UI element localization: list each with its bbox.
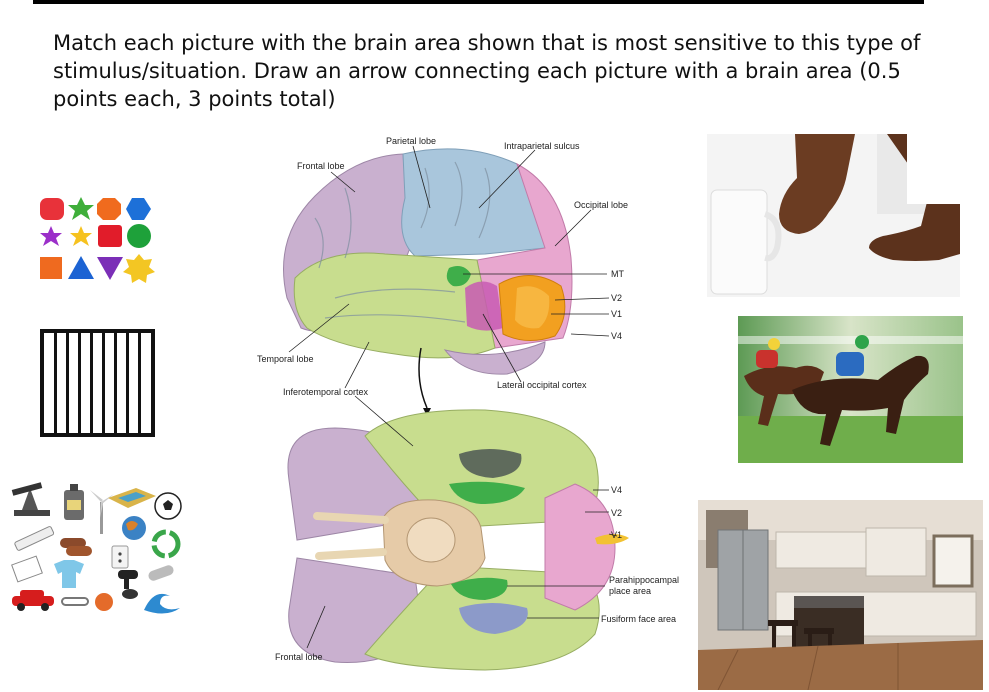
mt-area xyxy=(446,266,471,287)
label-frontal-lobe-top: Frontal lobe xyxy=(297,161,345,171)
map-icon xyxy=(108,488,156,508)
orange-octagon-shape xyxy=(97,198,121,220)
logs-icon xyxy=(60,538,92,556)
view-transition-arrow xyxy=(418,347,428,409)
power-strip-icon xyxy=(14,526,55,551)
purple-star-shape xyxy=(40,226,62,246)
bars-grating-picture[interactable] xyxy=(40,329,155,437)
oil-bottle-icon xyxy=(64,484,84,520)
v4-area-ventral xyxy=(449,481,525,504)
paperclip-icon xyxy=(61,597,89,606)
parahippocampal-place-area xyxy=(451,577,508,600)
green-star-shape xyxy=(68,197,94,220)
label-intraparietal-sulcus: Intraparietal sulcus xyxy=(504,141,580,151)
oil-pump-icon xyxy=(11,482,50,516)
blue-hexagon-shape xyxy=(126,198,151,220)
hairdryer-icon xyxy=(118,570,138,589)
colored-shapes-picture[interactable] xyxy=(38,196,156,284)
mouse-icon xyxy=(122,589,138,599)
shirt-icon xyxy=(54,560,84,588)
yellow-flower-shape xyxy=(123,254,155,283)
label-mt: MT xyxy=(611,269,624,279)
upper-hand xyxy=(779,134,855,234)
orange-square-shape xyxy=(40,257,62,279)
label-lateral-occipital-cortex: Lateral occipital cortex xyxy=(497,380,587,390)
hands-cup-photo[interactable] xyxy=(707,134,960,297)
label-v4-bottom: V4 xyxy=(611,485,622,495)
temporal-lobe-region xyxy=(293,252,496,359)
soccer-ball-icon xyxy=(154,492,182,520)
label-inferotemporal-cortex: Inferotemporal cortex xyxy=(283,387,369,397)
label-temporal-lobe: Temporal lobe xyxy=(257,354,314,364)
label-place-area: place area xyxy=(609,586,651,596)
basketball-icon xyxy=(95,593,113,611)
brain-diagram: Parietal lobe Intraparietal sulcus Front… xyxy=(257,136,679,671)
yellow-star-shape xyxy=(70,226,92,246)
label-occipital-lobe: Occipital lobe xyxy=(574,200,628,210)
lateral-occipital-area xyxy=(465,281,503,331)
globe-icon xyxy=(122,516,146,540)
back-horse xyxy=(744,338,824,426)
label-v2-top: V2 xyxy=(611,293,622,303)
label-fusiform-face-area: Fusiform face area xyxy=(601,614,676,624)
lateral-brain-view xyxy=(283,148,573,375)
fusiform-face-area xyxy=(459,603,528,634)
red-square-shape xyxy=(98,225,122,247)
label-v1-bottom: V1 xyxy=(611,530,622,540)
top-rule xyxy=(33,0,924,4)
green-circle-shape xyxy=(127,224,151,248)
occipital-ventral xyxy=(544,483,616,611)
front-horse xyxy=(792,335,929,446)
outlet-icon xyxy=(111,545,129,569)
ventral-upper-gray xyxy=(459,449,522,478)
label-v4-top: V4 xyxy=(611,331,622,341)
label-frontal-lobe-bottom: Frontal lobe xyxy=(275,652,323,662)
label-v1-top: V1 xyxy=(611,309,622,319)
kitchen-photo[interactable] xyxy=(698,500,983,690)
blue-triangle-shape xyxy=(68,256,94,279)
recycle-icon xyxy=(151,529,181,559)
cerebellum-top xyxy=(443,341,546,375)
paper-stack-icon xyxy=(11,555,43,583)
pipe-icon xyxy=(148,565,174,581)
purple-triangle-shape xyxy=(97,257,123,280)
wave-icon xyxy=(144,593,180,614)
label-v2-bottom: V2 xyxy=(611,508,622,518)
label-parietal-lobe: Parietal lobe xyxy=(386,136,436,146)
label-parahippocampal: Parahippocampal xyxy=(609,575,679,585)
car-icon xyxy=(12,590,54,611)
racing-horses-photo[interactable] xyxy=(738,316,963,463)
ventral-brain-view xyxy=(287,409,629,671)
assorted-objects-picture[interactable] xyxy=(8,480,188,620)
wind-turbine-icon xyxy=(90,490,114,534)
question-instructions: Match each picture with the brain area s… xyxy=(53,31,921,111)
red-shape xyxy=(40,198,64,220)
